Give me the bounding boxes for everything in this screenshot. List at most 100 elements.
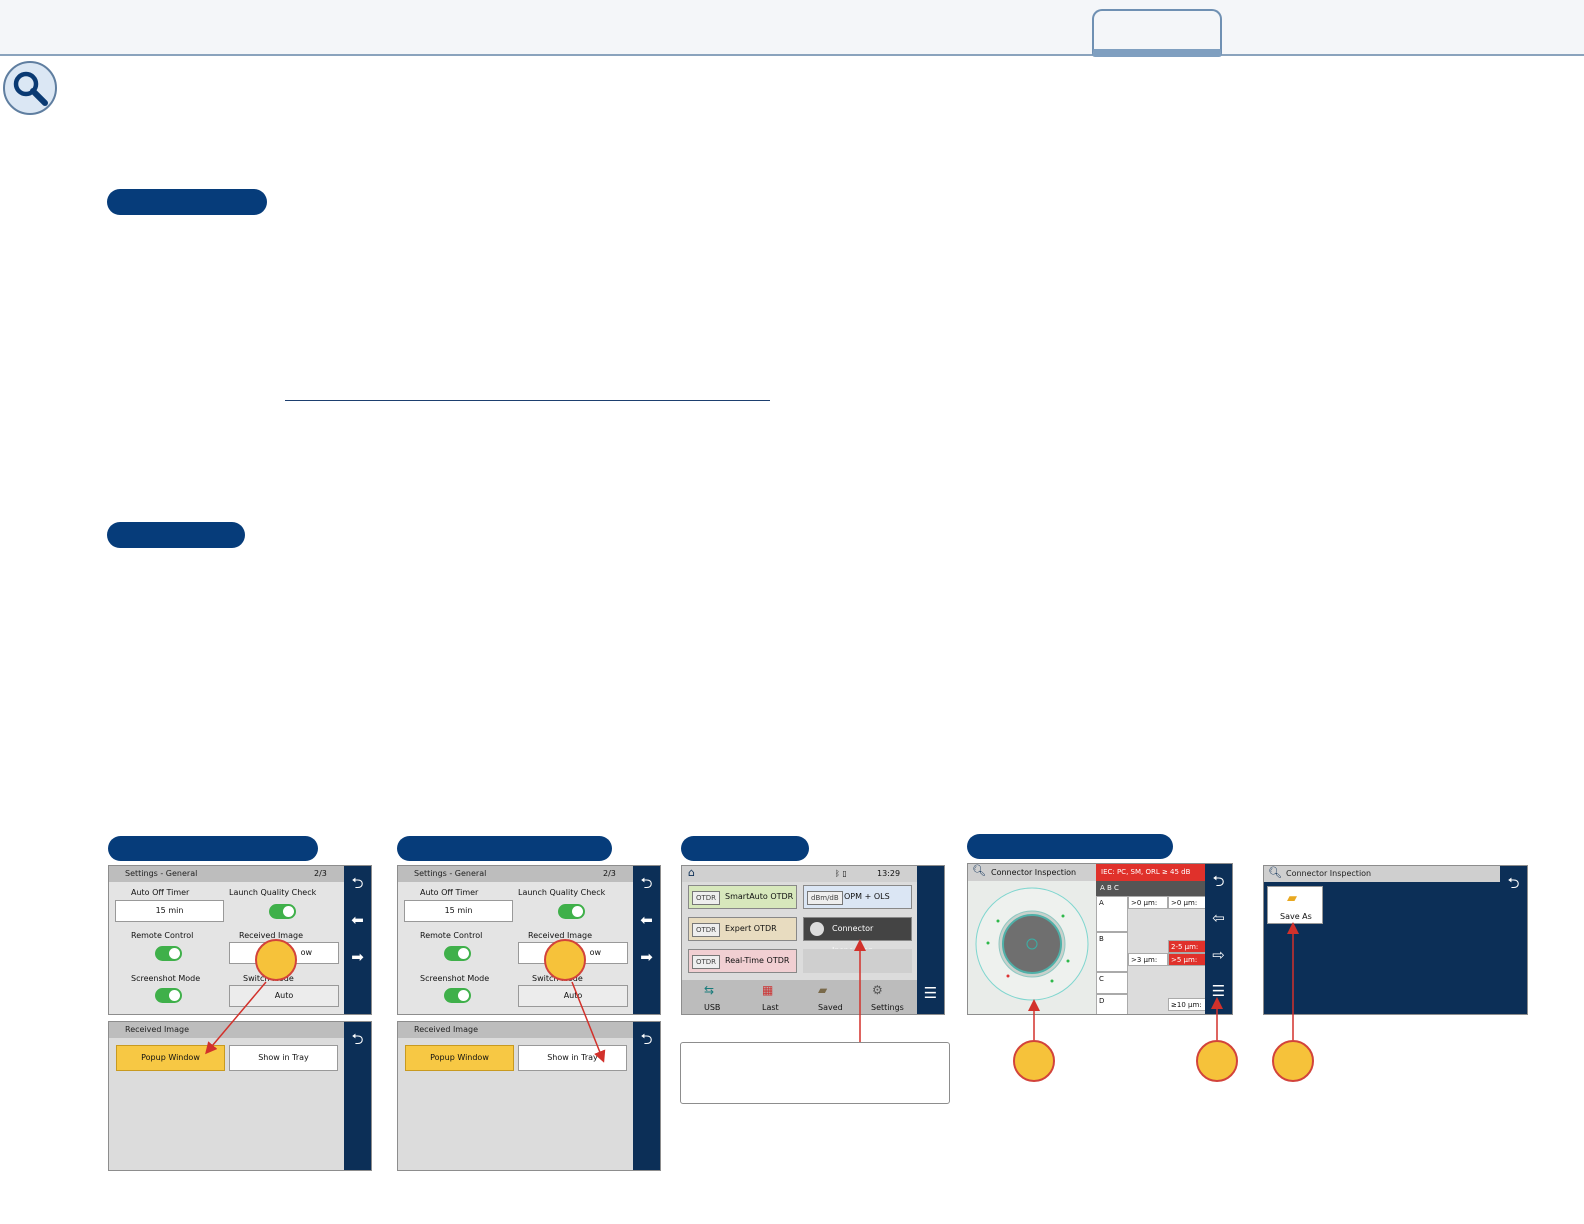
zone-a: A [1096, 896, 1128, 932]
step-pill-3 [681, 836, 809, 861]
magnifier-icon [13, 71, 48, 106]
home-icon[interactable]: ⌂ [688, 866, 695, 879]
last-icon: ▦ [762, 983, 774, 997]
arrow-right-icon[interactable]: ➡ [640, 948, 653, 966]
back-icon[interactable]: ⮌ [640, 874, 653, 892]
received-screen-2: Received Image Popup Window Show in Tray… [397, 1021, 661, 1171]
callout-4 [1196, 1040, 1238, 1082]
page-indicator: 2/3 [603, 869, 616, 878]
zone-b-c1: >3 µm: [1128, 953, 1168, 966]
header-tab[interactable] [1092, 9, 1222, 57]
remote-control-toggle[interactable] [155, 946, 182, 961]
callout-2 [544, 939, 586, 981]
back-icon[interactable]: ⮌ [351, 1030, 364, 1048]
arrow-left-icon[interactable]: ⬅ [640, 911, 653, 929]
clock: 13:29 [877, 869, 901, 878]
settings-screen-1: Settings - General 2/3 Auto Off Timer 15… [108, 865, 372, 1015]
show-in-tray-button[interactable]: Show in Tray [229, 1045, 338, 1071]
popup-window-button[interactable]: Popup Window [405, 1045, 514, 1071]
arrow-2 [571, 981, 606, 1063]
launch-quality-label: Launch Quality Check [229, 888, 317, 897]
home-bottom-bar [682, 980, 919, 1014]
arrow-1 [205, 981, 267, 1055]
back-icon[interactable]: ⮌ [1507, 874, 1520, 892]
settings-button[interactable]: Settings [871, 1003, 904, 1012]
arrow-right-icon[interactable]: ➡ [351, 948, 364, 966]
callout-5 [1272, 1040, 1314, 1082]
arrow-left-icon[interactable]: ⬅ [351, 911, 364, 929]
menu-icon[interactable]: ☰ [1211, 982, 1226, 1000]
section-pill-1 [107, 189, 267, 215]
arrow-right-outline-icon[interactable]: ⇨ [1212, 946, 1225, 964]
save-as-button[interactable]: ▰ Save As [1267, 886, 1323, 924]
side-toolbar: ⮌ [633, 1022, 660, 1170]
launch-quality-toggle[interactable] [269, 904, 296, 919]
auto-off-field[interactable]: 15 min [115, 900, 224, 922]
saved-button[interactable]: Saved [818, 1003, 843, 1012]
back-icon[interactable]: ⮌ [351, 874, 364, 892]
inspection-titlebar [968, 864, 1096, 881]
page-indicator: 2/3 [314, 869, 327, 878]
back-icon[interactable]: ⮌ [640, 1030, 653, 1048]
zone-b: B [1096, 932, 1128, 972]
section-pill-2 [107, 522, 245, 548]
auto-off-label: Auto Off Timer [131, 888, 190, 897]
screenshot-mode-toggle[interactable] [155, 988, 182, 1003]
side-toolbar: ⮌ ⇦ ⇨ ☰ [1205, 864, 1232, 1014]
step-pill-4 [967, 834, 1173, 859]
save-as-label: Save As [1280, 912, 1312, 921]
callout-1 [255, 939, 297, 981]
screenshot-mode-toggle[interactable] [444, 988, 471, 1003]
callout-3 [1013, 1040, 1055, 1082]
settings-title: Settings - General [109, 866, 346, 882]
menu-icon[interactable]: ☰ [923, 984, 938, 1002]
zone-a-c2: >0 µm: [1168, 896, 1207, 909]
received-title: Received Image [109, 1022, 346, 1038]
remote-control-label: Remote Control [131, 931, 194, 940]
inspection-title: Connector Inspection [991, 868, 1077, 877]
switch-mode-field[interactable]: Auto [229, 985, 339, 1007]
settings-title: Settings - General [398, 866, 635, 882]
side-toolbar: ⮌ [344, 1022, 371, 1170]
fiber-image [968, 881, 1096, 1014]
step-pill-2 [397, 836, 612, 861]
search-badge [3, 61, 57, 115]
zone-d: D [1096, 994, 1128, 1014]
received-image-label: Received Image [239, 931, 303, 940]
auto-off-label: Auto Off Timer [420, 888, 479, 897]
back-icon[interactable]: ⮌ [1212, 872, 1225, 890]
standard-banner: IEC: PC, SM, ORL ≥ 45 dB [1096, 864, 1207, 881]
saveas-title: Connector Inspection [1264, 866, 1502, 882]
arrow-left-outline-icon[interactable]: ⇦ [1212, 909, 1225, 927]
home-status-bar [682, 866, 919, 882]
side-toolbar: ☰ [917, 866, 944, 1014]
remote-control-toggle[interactable] [444, 946, 471, 961]
usb-button[interactable]: USB [704, 1003, 721, 1012]
zone-a-c1: >0 µm: [1128, 896, 1168, 909]
last-button[interactable]: Last [762, 1003, 779, 1012]
show-in-tray-button[interactable]: Show in Tray [518, 1045, 627, 1071]
fiber-endface [975, 887, 1089, 1001]
side-toolbar: ⮌ [1500, 866, 1527, 1014]
settings-screen-2: Settings - General 2/3 Auto Off Timer 15… [397, 865, 661, 1015]
tile-empty [803, 949, 912, 973]
zone-b-c3: >5 µm: [1168, 953, 1207, 966]
zone-d-c2: ≥10 µm: [1168, 998, 1207, 1011]
note-box [680, 1042, 950, 1104]
launch-quality-toggle[interactable] [558, 904, 585, 919]
inspection-screen: 🔍︎ Connector Inspection IEC: PC, SM, ORL… [967, 863, 1233, 1015]
bluetooth-icon: ᛒ ▯ [835, 869, 847, 878]
search-icon: 🔍︎ [1268, 866, 1282, 879]
remote-control-label: Remote Control [420, 931, 483, 940]
underline-link[interactable] [285, 400, 770, 401]
auto-off-field[interactable]: 15 min [404, 900, 513, 922]
gear-icon: ⚙ [872, 983, 883, 997]
folder-open-icon: ▰ [1287, 891, 1297, 906]
header-band [0, 0, 1584, 56]
